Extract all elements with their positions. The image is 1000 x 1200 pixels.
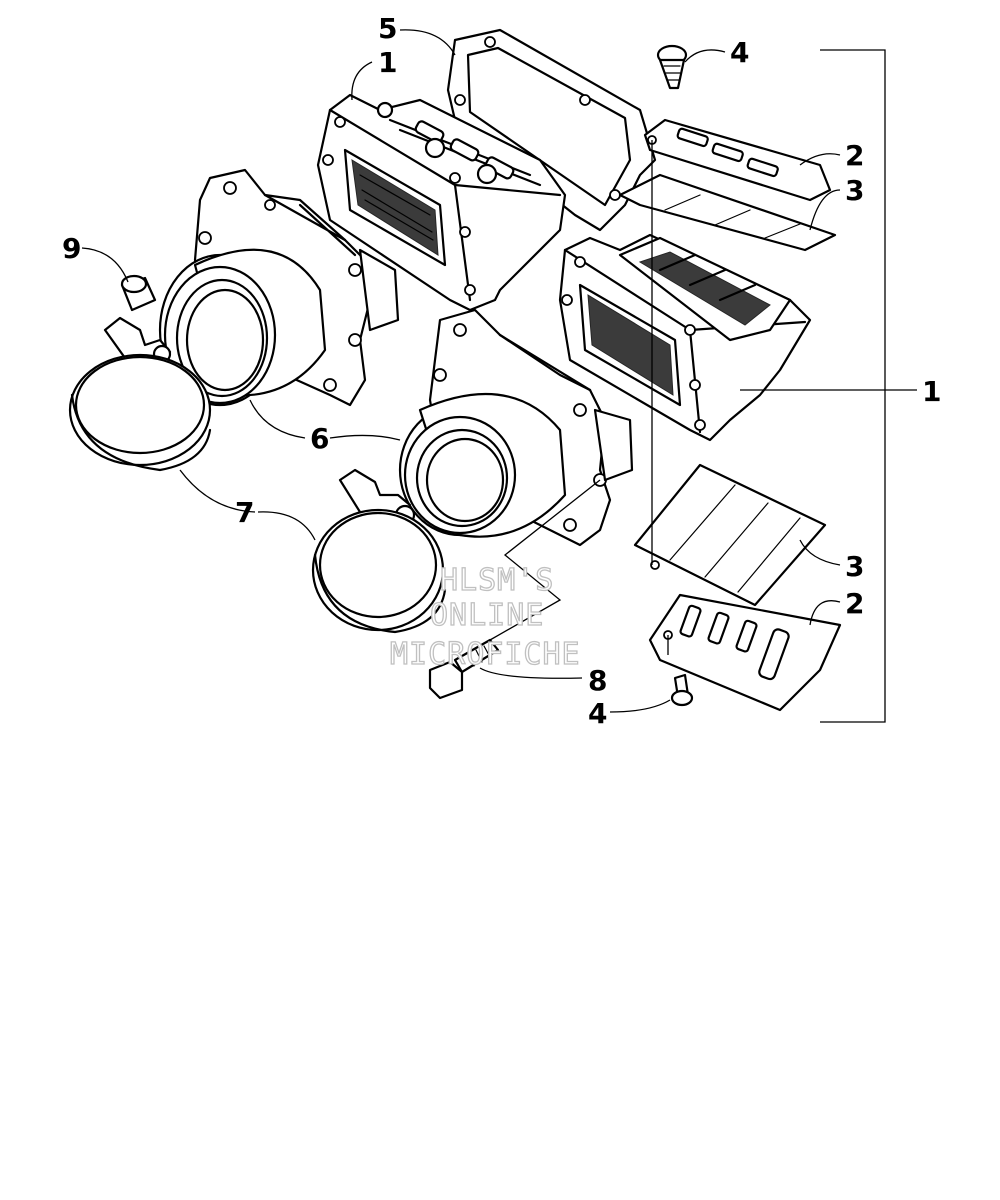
reed-stop-plate-upper <box>643 118 832 202</box>
callout-2-bottom: 2 <box>845 587 864 620</box>
gasket-part-5 <box>446 28 657 232</box>
bolt-part-8 <box>428 638 500 700</box>
watermark-line-3: MICROFICHE <box>390 637 581 672</box>
leader-lines <box>81 29 917 723</box>
callout-7: 7 <box>235 496 254 529</box>
callout-4-bottom: 4 <box>588 697 607 730</box>
reed-cage-lower <box>558 233 812 442</box>
callout-9: 9 <box>62 232 81 265</box>
callout-3-top: 3 <box>845 174 864 207</box>
callouts: 5 1 4 2 3 9 1 6 7 3 2 8 4 <box>62 12 941 730</box>
callout-8: 8 <box>588 664 607 697</box>
callout-4-top: 4 <box>730 36 749 69</box>
watermark: HLSM'S ONLINE MICROFICHE <box>389 562 581 672</box>
callout-2-top: 2 <box>845 139 864 172</box>
screw-lower <box>670 673 694 707</box>
watermark-line-2: ONLINE <box>430 598 544 633</box>
callout-6: 6 <box>310 422 329 455</box>
screw-upper <box>656 44 688 90</box>
callout-1-top: 1 <box>378 46 397 79</box>
reed-petals-lower <box>633 463 827 607</box>
spacer-part-9 <box>120 274 157 312</box>
watermark-line-1: HLSM'S <box>440 563 554 598</box>
callout-5: 5 <box>378 12 397 45</box>
reed-cage-upper <box>316 93 567 312</box>
callout-3-bottom: 3 <box>845 550 864 583</box>
hose-clamp-lower <box>311 468 447 634</box>
reed-stop-plate-lower <box>648 593 842 712</box>
intake-flange-rear <box>158 168 400 407</box>
reed-petals-upper <box>618 173 837 252</box>
callout-1-right: 1 <box>922 375 941 408</box>
hose-clamp-upper <box>68 316 212 472</box>
